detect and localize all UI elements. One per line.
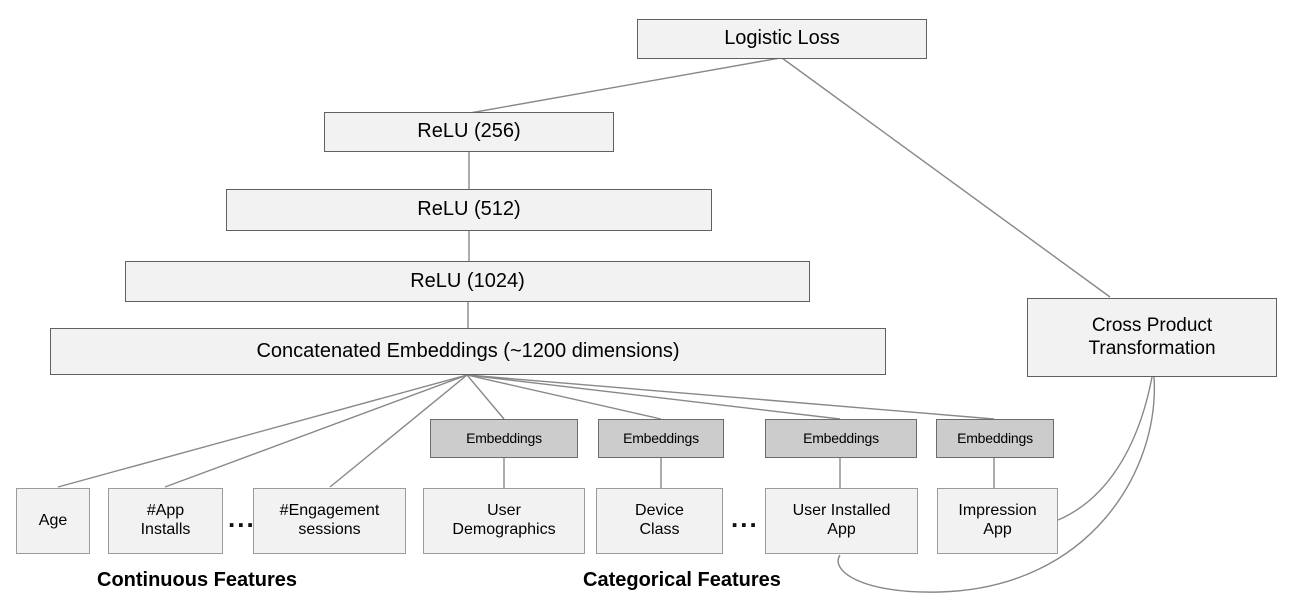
node-feature-user-demographics[interactable]: User Demographics: [423, 488, 585, 554]
node-feature-engagement-sessions[interactable]: #Engagement sessions: [253, 488, 406, 554]
group-label-categorical-features: Categorical Features: [583, 569, 781, 591]
feature-user-demographics-line-2: Demographics: [452, 521, 556, 538]
feature-engagement-line-2: sessions: [298, 521, 361, 538]
embeddings-label-3: Embeddings: [803, 430, 879, 447]
node-relu-256[interactable]: ReLU (256): [324, 112, 614, 152]
edge-concat-to-embedding-2: [466, 374, 662, 420]
node-feature-user-installed-app[interactable]: User Installed App: [765, 488, 918, 554]
relu-256-label: ReLU (256): [417, 120, 521, 143]
node-feature-device-class[interactable]: Device Class: [596, 488, 723, 554]
node-feature-app-installs[interactable]: #App Installs: [108, 488, 223, 554]
embeddings-label-1: Embeddings: [466, 430, 542, 447]
edge-concat-to-embedding-3: [466, 374, 841, 420]
node-embeddings-device-class[interactable]: Embeddings: [598, 419, 724, 458]
node-relu-512[interactable]: ReLU (512): [226, 189, 712, 231]
feature-impression-app-line-2: App: [983, 521, 1012, 538]
feature-user-demographics-line-1: User: [487, 502, 521, 520]
feature-app-installs-line-2: Installs: [140, 521, 191, 538]
embeddings-label-2: Embeddings: [623, 430, 699, 447]
edge-cross-product-to-user-installed-app: [837, 376, 1156, 593]
edge-concat-to-app-installs: [164, 374, 468, 488]
node-concatenated-embeddings[interactable]: Concatenated Embeddings (~1200 dimension…: [50, 328, 886, 375]
ellipsis-continuous: ...: [228, 503, 256, 533]
group-label-continuous-features: Continuous Features: [97, 569, 298, 591]
cross-product-line-2: Transformation: [1088, 337, 1216, 359]
node-embeddings-impression-app[interactable]: Embeddings: [936, 419, 1054, 458]
edge-concat-to-embedding-1: [466, 374, 505, 420]
node-cross-product-transformation[interactable]: Cross Product Transformation: [1027, 298, 1277, 377]
edge-loss-to-cross-product: [781, 57, 1111, 298]
node-embeddings-user-demographics[interactable]: Embeddings: [430, 419, 578, 458]
feature-user-installed-app-line-1: User Installed: [792, 502, 891, 520]
edge-concat-to-embedding-4: [466, 374, 995, 420]
edge-concat-to-age: [57, 374, 468, 488]
cross-product-line-1: Cross Product: [1091, 315, 1213, 337]
relu-1024-label: ReLU (1024): [410, 269, 525, 292]
ellipsis-categorical: ...: [731, 503, 759, 533]
embeddings-label-4: Embeddings: [957, 430, 1033, 447]
edge-loss-to-relu256: [469, 57, 781, 114]
feature-user-installed-app-line-2: App: [827, 521, 856, 538]
concatenated-embeddings-label: Concatenated Embeddings (~1200 dimension…: [256, 339, 680, 362]
feature-impression-app-line-1: Impression: [958, 502, 1037, 520]
feature-engagement-line-1: #Engagement: [279, 502, 380, 520]
feature-device-class-line-1: Device: [635, 502, 684, 520]
feature-device-class-line-2: Class: [639, 521, 680, 538]
node-feature-impression-app[interactable]: Impression App: [937, 488, 1058, 554]
logistic-loss-label: Logistic Loss: [724, 27, 840, 50]
node-relu-1024[interactable]: ReLU (1024): [125, 261, 810, 302]
node-logistic-loss[interactable]: Logistic Loss: [637, 19, 927, 59]
feature-app-installs-line-1: #App: [146, 502, 185, 520]
relu-512-label: ReLU (512): [417, 198, 521, 221]
edge-cross-product-to-impression-app: [1057, 376, 1153, 521]
node-embeddings-user-installed-app[interactable]: Embeddings: [765, 419, 917, 458]
node-feature-age[interactable]: Age: [16, 488, 90, 554]
feature-age-label: Age: [38, 511, 68, 529]
